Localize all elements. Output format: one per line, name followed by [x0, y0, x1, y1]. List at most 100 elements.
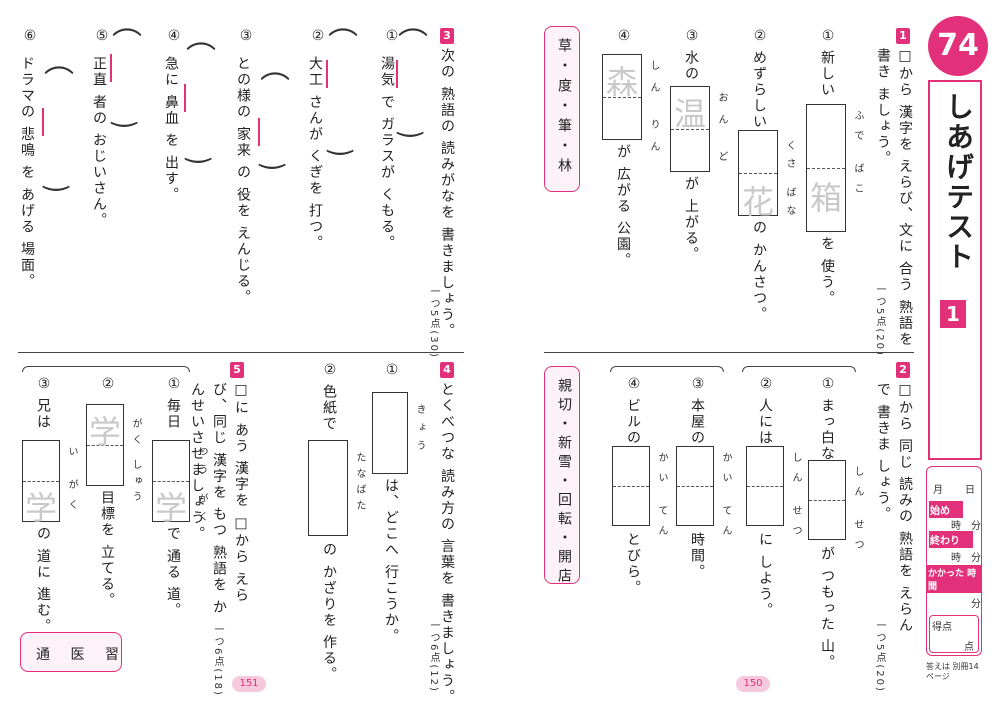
q1-item2-num: ② [752, 28, 768, 46]
q1-item4-after: が 広がる 公園。 [615, 144, 631, 269]
taken-minute: 分 [971, 599, 981, 610]
q2-item1-after: が つもった 山。 [819, 546, 835, 671]
q2-item1-box[interactable] [808, 460, 846, 540]
q2-item2-box[interactable] [746, 446, 784, 526]
q3-item5-underline [110, 54, 112, 82]
q5-item1-after: で 通る 道。 [165, 526, 181, 619]
q4-item1-box[interactable] [372, 392, 408, 474]
q1-choices: 草・度・筆・林 [556, 38, 572, 178]
q2-item1-reading: しん せつ [852, 466, 863, 560]
page-number-right: 150 [736, 676, 770, 692]
q3-item4-text: 急に 鼻血 を 出す。 [163, 56, 179, 204]
page-number-left: 151 [232, 676, 266, 692]
q3-item3-paren-open: ⌒ [260, 71, 290, 106]
q1-item1-reading: ふで ばこ [852, 110, 863, 204]
q3-item5-paren-open: ⌒ [112, 27, 142, 62]
q3-item1-paren-open: ⌒ [398, 27, 428, 62]
q3-item1-text: 湯気 で ガラスが くもる。 [379, 56, 395, 252]
q4-item2-num: ② [322, 362, 338, 380]
q1-item3-before: 水の [683, 50, 699, 82]
q3-item4-underline [184, 84, 186, 112]
q2-item4-box[interactable] [612, 446, 650, 526]
date-day: 日 [965, 485, 975, 496]
answer-note: 答えは 別冊14ページ [926, 662, 979, 681]
q2-item2-before: 人には [757, 398, 773, 446]
date-month: 月 [933, 485, 943, 496]
q1-item2-reading: くさ ばな [784, 140, 795, 224]
page-title: しあげテスト [942, 92, 975, 272]
q5-choices: 通 医 習 [36, 647, 127, 663]
q2-item4-before: ビルの [625, 398, 641, 446]
start-label: 始め [929, 501, 963, 518]
q3-item3-paren-close: ‿ [260, 135, 285, 170]
q2-bracket-2 [610, 366, 724, 372]
q5-item2-box[interactable]: 学 [86, 404, 124, 486]
q4-item1-num: ① [384, 362, 400, 380]
q5-item3-box[interactable]: 学 [22, 440, 60, 527]
q1-choices-box [544, 26, 580, 192]
q2-item3-after: 時間。 [689, 532, 705, 580]
q2-item2-num: ② [758, 376, 774, 394]
q1-item3-num: ③ [684, 28, 700, 46]
q2-item1-before: まっ白な [819, 398, 835, 462]
q1-item3-box[interactable]: 温 [670, 86, 710, 172]
q3-item1-underline [396, 60, 398, 88]
q3-item6-paren-close: ‿ [44, 157, 69, 192]
q3-item5-paren-close: ‿ [112, 93, 137, 128]
q4-item1-after: は、どこへ 行こうか。 [383, 478, 399, 645]
q4-points: 一つ6点(12) [428, 620, 439, 693]
q5-item3-before: 兄は [35, 398, 51, 430]
q2-item3-reading: かい てん [720, 452, 731, 546]
title-frame [928, 80, 982, 460]
q5-item1-box[interactable]: 学 [152, 440, 190, 527]
q2-item3-before: 本屋の [689, 398, 705, 446]
q1-item3-ghost: 温 [673, 95, 706, 133]
q4-item2-before: 色紙で [321, 384, 337, 432]
right-divider [544, 352, 914, 353]
q5-item2-reading: がく しゅう [130, 418, 141, 508]
q4-item2-after: の かざりを 作る。 [321, 542, 337, 683]
q2-choices-box [544, 366, 580, 584]
q4-item1-reading: きょう [414, 404, 425, 458]
q3-item2-num: ② [310, 28, 326, 46]
q5-instruction: □に あう 漢字を □から えらび、同じ 漢字を もつ 熟語を かんせいさせまし… [189, 382, 249, 616]
q1-item1-box[interactable]: 箱 [806, 104, 846, 232]
q2-item1-num: ① [820, 376, 836, 394]
q4-item2-box[interactable] [308, 440, 348, 536]
q3-item5-num: ⑤ [94, 28, 110, 46]
q2-bracket [742, 366, 856, 372]
score-box: 得点 点 [929, 615, 979, 653]
q1-item2-before: めずらしい [751, 50, 767, 130]
date-panel: 月 日 始め 時 分 終わり 時 分 かかった 時間 分 得点 点 [926, 466, 982, 656]
q2-item3-num: ③ [690, 376, 706, 394]
q3-number: 3 [440, 28, 454, 44]
q5-item1-ghost: 学 [154, 489, 187, 527]
q1-item1-after: を 使う。 [819, 236, 835, 307]
q1-item4-num: ④ [616, 28, 632, 46]
q3-item2-paren-open: ⌒ [328, 27, 358, 62]
q1-item2-box[interactable]: 花 [738, 130, 778, 221]
q3-item2-underline [326, 60, 328, 88]
end-hour: 時 [951, 553, 961, 564]
q2-item3-box[interactable] [676, 446, 714, 526]
q1-instruction: □から 漢字を えらび、文に 合う 熟語を 書き ましょう。 [875, 48, 913, 348]
q5-item2-after: 目標を 立てる。 [99, 490, 115, 609]
q1-item3-after: が 上がる。 [683, 176, 699, 263]
q3-item5-text: 正直 者の おじいさん。 [91, 56, 107, 229]
left-divider [18, 352, 464, 353]
title-badge: 1 [940, 300, 966, 328]
start-hour: 時 [951, 521, 961, 532]
q3-item3-underline [258, 118, 260, 146]
q1-item2-after: の かんさつ。 [751, 220, 767, 323]
q3-item6-underline [42, 108, 44, 136]
q1-item4-box[interactable]: 森 [602, 54, 642, 140]
q5-item3-ghost: 学 [24, 489, 57, 527]
score-label: 得点 [932, 622, 952, 633]
q2-instruction: □から 同じ 読みの 熟語を えらんで 書きま しょう。 [875, 382, 913, 634]
q5-item2-num: ② [100, 376, 116, 394]
q5-choices-box [20, 632, 122, 672]
end-label: 終わり [929, 531, 973, 548]
q1-points: 一つ5点(20) [874, 284, 885, 357]
q5-number: 5 [230, 362, 244, 378]
score-unit: 点 [964, 642, 974, 653]
